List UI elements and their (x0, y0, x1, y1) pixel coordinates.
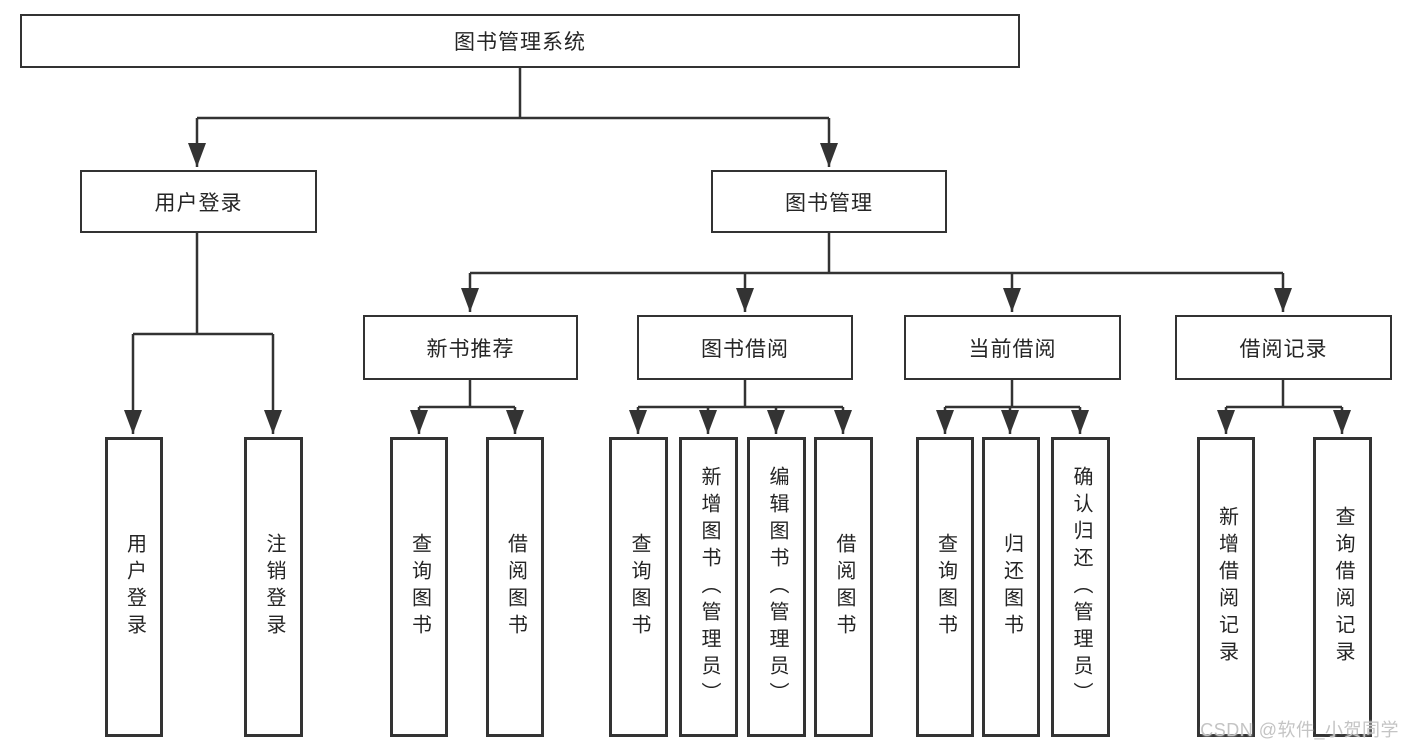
node-user-login: 用户登录 (80, 170, 317, 233)
leaf-label: 查询图书 (628, 533, 650, 641)
node-borrow-records: 借阅记录 (1175, 315, 1392, 380)
node-book-management: 图书管理 (711, 170, 947, 233)
leaf-borrow-books-recommend: 借阅图书 (486, 437, 544, 737)
node-label: 图书借阅 (701, 337, 789, 361)
node-label: 借阅记录 (1239, 337, 1328, 361)
leaf-return-books: 归还图书 (982, 437, 1040, 737)
leaf-label: 编辑图书（管理员） (766, 465, 788, 709)
leaf-query-borrow-record: 查询借阅记录 (1313, 437, 1372, 737)
leaf-label: 查询借阅记录 (1332, 506, 1354, 668)
leaf-label: 借阅图书 (833, 533, 855, 641)
leaf-query-books-current: 查询图书 (916, 437, 974, 737)
node-label: 图书管理 (785, 191, 873, 215)
leaf-label: 用户登录 (123, 533, 146, 641)
leaf-add-books-admin: 新增图书（管理员） (679, 437, 738, 737)
leaf-logout: 注销登录 (244, 437, 303, 737)
node-new-book-recommend: 新书推荐 (363, 315, 578, 380)
leaf-add-borrow-record: 新增借阅记录 (1197, 437, 1255, 737)
leaf-label: 归还图书 (1000, 533, 1023, 641)
node-current-borrow: 当前借阅 (904, 315, 1121, 380)
leaf-label: 借阅图书 (504, 533, 527, 641)
node-label: 新书推荐 (426, 337, 515, 361)
leaf-label: 确认归还（管理员） (1070, 465, 1092, 709)
leaf-label: 查询图书 (408, 533, 431, 641)
watermark-text: CSDN @软件_小贺同学 (1200, 720, 1399, 740)
leaf-label: 新增借阅记录 (1215, 506, 1238, 668)
node-label: 图书管理系统 (454, 31, 586, 54)
leaf-query-books: 查询图书 (609, 437, 668, 737)
leaf-query-books-recommend: 查询图书 (390, 437, 448, 737)
node-label: 用户登录 (154, 191, 243, 215)
leaf-label: 注销登录 (263, 533, 285, 641)
leaf-label: 新增图书（管理员） (698, 465, 720, 709)
node-library-management-system: 图书管理系统 (20, 14, 1020, 68)
leaf-label: 查询图书 (934, 533, 957, 641)
leaf-borrow-books: 借阅图书 (814, 437, 873, 737)
node-label: 当前借阅 (968, 337, 1057, 361)
leaf-user-login: 用户登录 (105, 437, 163, 737)
leaf-confirm-return-admin: 确认归还（管理员） (1051, 437, 1110, 737)
leaf-edit-books-admin: 编辑图书（管理员） (747, 437, 806, 737)
node-book-borrow: 图书借阅 (637, 315, 853, 380)
